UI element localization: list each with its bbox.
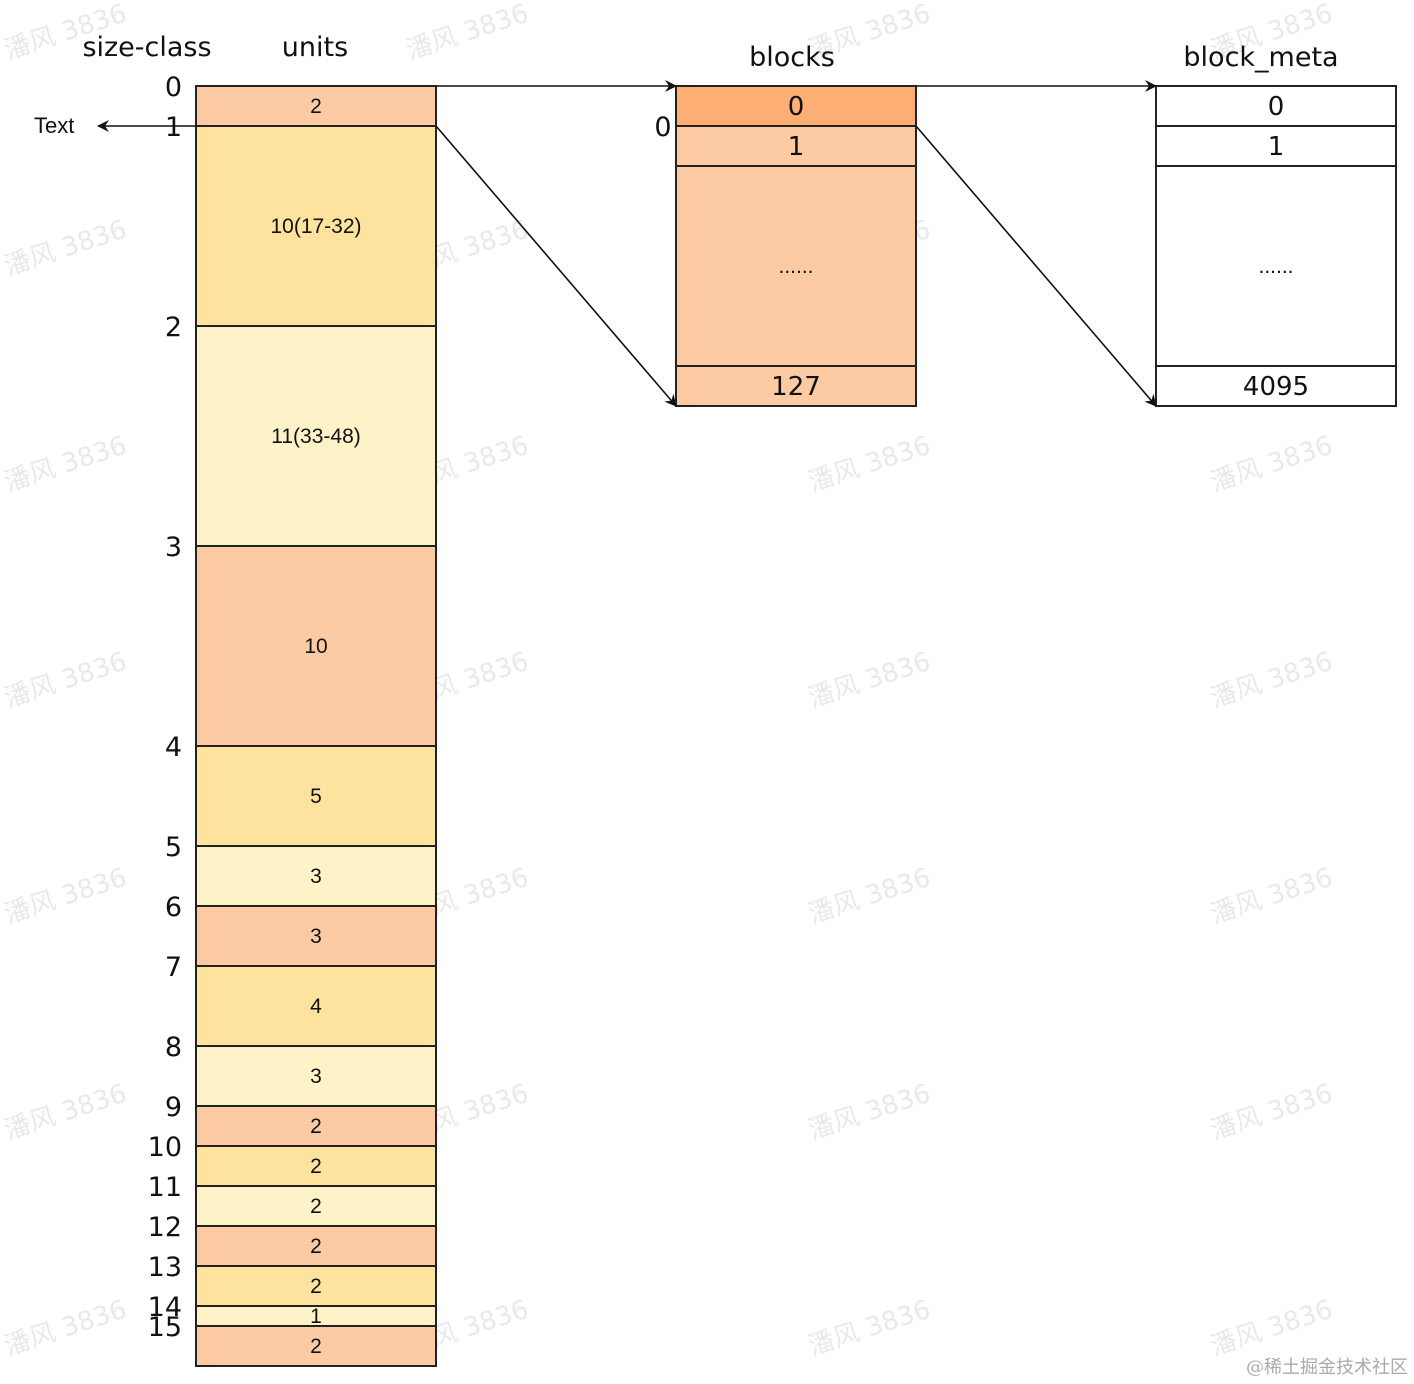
units-cell-label: 2 [310, 1155, 322, 1178]
watermark: 潘风 3836 [1, 431, 131, 499]
watermark: 潘风 3836 [805, 863, 935, 931]
arrow-units-to-blocks-bottom [435, 125, 677, 407]
block-meta-cell-ellipsis [1155, 165, 1397, 367]
block-meta-cell-1-label: 1 [1268, 132, 1285, 162]
header-block-meta: block_meta [1183, 42, 1338, 73]
units-cell-label: 2 [310, 1335, 322, 1358]
arrow-blocks-to-meta-bottom [915, 125, 1157, 407]
size-class-label: 9 [165, 1092, 182, 1123]
header-size-class: size-class [82, 32, 211, 63]
units-cell [195, 1105, 437, 1147]
units-cell-label: 10 [304, 635, 327, 658]
size-class-label: 5 [165, 832, 182, 863]
size-class-label: 1 [165, 112, 182, 143]
size-class-label: 2 [165, 312, 182, 343]
text-label: Text [34, 113, 74, 138]
blocks-cell-0 [675, 85, 917, 127]
watermark: 潘风 3836 [1207, 863, 1337, 931]
size-class-label: 3 [165, 532, 182, 563]
units-cell-label: 10(17-32) [270, 215, 361, 238]
blocks-cell-ellipsis-label: ...... [778, 255, 813, 278]
size-class-label: 6 [165, 892, 182, 923]
blocks-index-label: 0 [654, 112, 671, 143]
size-class-label: 13 [148, 1252, 182, 1283]
size-class-label: 12 [148, 1212, 182, 1243]
units-cell [195, 1185, 437, 1227]
units-cell-label: 3 [310, 865, 322, 888]
watermark: 潘风 3836 [805, 1079, 935, 1147]
block-meta-cell-ellipsis-label: ...... [1258, 255, 1293, 278]
size-class-label: 15 [148, 1312, 182, 1343]
units-cell [195, 965, 437, 1047]
units-cell-label: 3 [310, 1065, 322, 1088]
blocks-column: 0 1 ...... 127 [675, 85, 917, 407]
units-cell-label: 11(33-48) [271, 425, 361, 448]
block-meta-column: 0 1 ...... 4095 [1155, 85, 1397, 407]
units-cell-label: 4 [310, 995, 322, 1018]
watermark: 潘风 3836 [805, 431, 935, 499]
block-meta-cell-4095-label: 4095 [1243, 372, 1309, 402]
units-cell [195, 85, 437, 127]
units-cell [195, 905, 437, 967]
units-cell [195, 745, 437, 847]
block-meta-cell-1 [1155, 125, 1397, 167]
units-cell-label: 2 [310, 1275, 322, 1298]
size-class-label: 11 [148, 1172, 182, 1203]
blocks-cell-1-label: 1 [788, 132, 805, 162]
units-cell [195, 545, 437, 747]
site-credit: @稀土掘金技术社区 [1246, 1357, 1408, 1378]
watermark: 潘风 3836 [1207, 431, 1337, 499]
units-cell [195, 1225, 437, 1267]
block-meta-cell-4095 [1155, 365, 1397, 407]
block-meta-cell-0-label: 0 [1268, 92, 1285, 122]
units-cell [195, 1265, 437, 1307]
watermark: 潘风 3836 [805, 647, 935, 715]
header-blocks: blocks [749, 42, 835, 73]
watermark: 潘风 3836 [805, 1295, 935, 1363]
size-class-label: 4 [165, 732, 182, 763]
blocks-cell-127-label: 127 [771, 372, 821, 402]
watermark: 潘风 3836 [1, 215, 131, 283]
units-cell [195, 1045, 437, 1107]
units-cell [195, 845, 437, 907]
units-column: 2 10(17-32) 11(33-48) 10 5 3 3 4 3 2 2 2 2 2 1 2 [195, 85, 437, 1367]
watermark: 潘风 3836 [1207, 1079, 1337, 1147]
blocks-cell-0-label: 0 [788, 92, 805, 122]
units-cell [195, 1325, 437, 1367]
units-cell-label: 5 [310, 785, 322, 808]
watermark: 潘风 3836 [1, 1295, 131, 1363]
size-class-label: 10 [148, 1132, 182, 1163]
watermark: 潘风 3836 [1, 1079, 131, 1147]
blocks-cell-ellipsis [675, 165, 917, 367]
size-class-label: 0 [165, 72, 182, 103]
size-class-label: 8 [165, 1032, 182, 1063]
units-cell-label: 2 [310, 1115, 322, 1138]
units-cell-label: 2 [310, 1235, 322, 1258]
size-class-label: 14 [148, 1292, 182, 1323]
watermark: 潘风 3836 [1, 863, 131, 931]
units-cell-label: 1 [310, 1305, 322, 1328]
units-cell [195, 325, 437, 547]
watermark: 潘风 3836 [1207, 1295, 1337, 1363]
units-cell [195, 125, 437, 327]
units-cell-label: 3 [310, 925, 322, 948]
watermark: 潘风 3836 [403, 0, 533, 66]
size-class-label: 7 [165, 952, 182, 983]
header-units: units [282, 32, 348, 63]
blocks-cell-127 [675, 365, 917, 407]
watermark: 潘风 3836 [1, 647, 131, 715]
watermark: 潘风 3836 [1207, 647, 1337, 715]
units-cell-label: 2 [310, 95, 322, 118]
units-cell-label: 2 [310, 1195, 322, 1218]
